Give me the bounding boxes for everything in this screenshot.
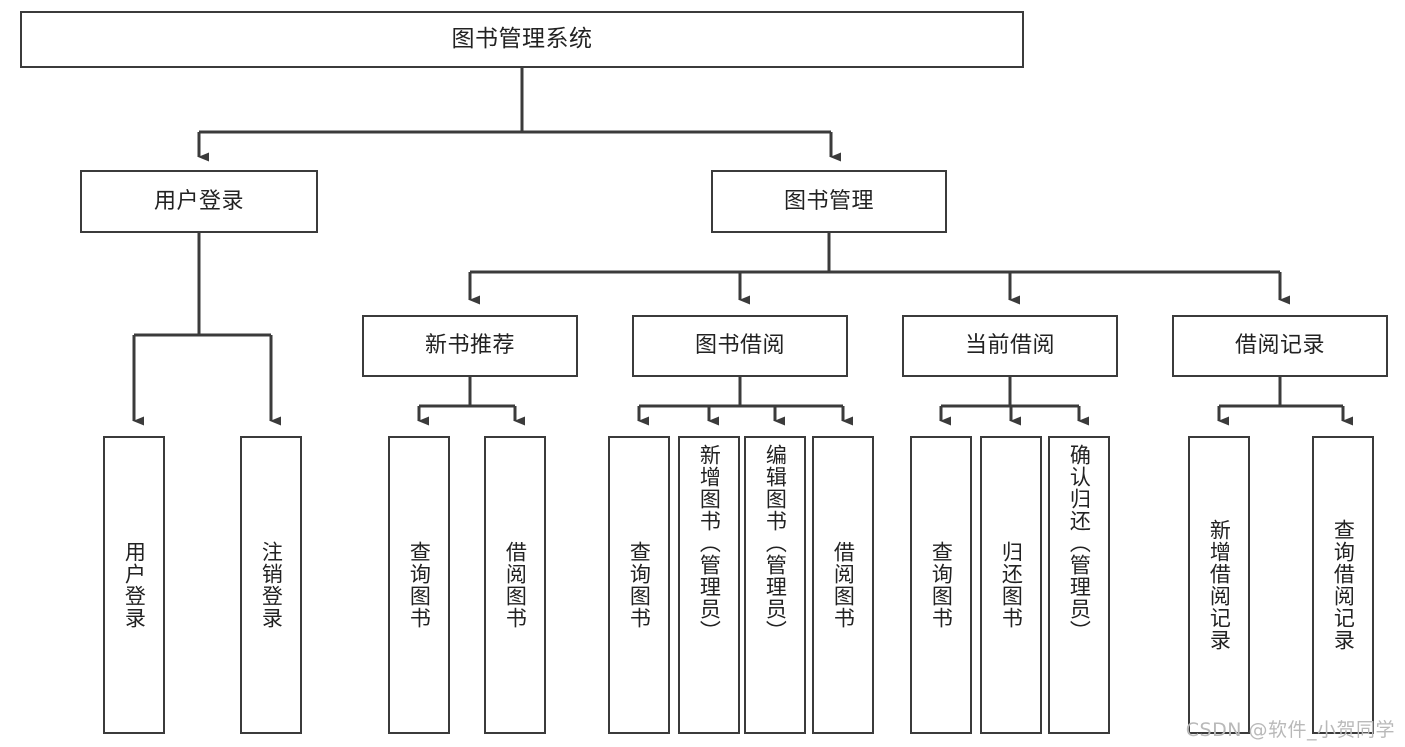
node-label: 查询图书 — [407, 541, 432, 629]
node-label: 编辑图书（管理员） — [763, 444, 788, 642]
node-leaf-rec-query-book[interactable]: 查询图书 — [388, 436, 450, 734]
node-leaf-add-book-admin[interactable]: 新增图书（管理员） — [678, 436, 740, 734]
edge-userlogin-to-leaves — [132, 233, 281, 426]
node-label: 用户登录 — [153, 188, 244, 214]
node-label: 用户登录 — [122, 541, 147, 629]
node-label: 查询图书 — [627, 541, 652, 629]
node-label: 图书管理系统 — [451, 25, 593, 52]
edge-root-to-level2 — [197, 68, 841, 162]
node-leaf-return-book[interactable]: 归还图书 — [980, 436, 1042, 734]
node-label: 借阅图书 — [831, 541, 856, 629]
edge-borrowrecord-to-leaves — [1217, 377, 1353, 426]
leaf-text-wrapper: 查询图书 — [912, 438, 970, 732]
node-leaf-borrow-query-book[interactable]: 查询图书 — [608, 436, 670, 734]
leaf-text-wrapper: 查询图书 — [390, 438, 448, 732]
node-new-book-recommendation[interactable]: 新书推荐 — [362, 315, 578, 377]
node-label: 注销登录 — [259, 541, 284, 629]
node-borrow-record[interactable]: 借阅记录 — [1172, 315, 1388, 377]
node-label: 新增图书（管理员） — [697, 444, 722, 642]
leaf-text-wrapper: 注销登录 — [242, 438, 300, 732]
node-label: 确认归还（管理员） — [1067, 444, 1092, 642]
edge-newbookrec-to-leaves — [417, 377, 525, 426]
edge-bookborrow-to-leaves — [637, 377, 853, 426]
node-label: 图书管理 — [783, 188, 874, 214]
node-label: 查询图书 — [929, 541, 954, 629]
leaf-text-wrapper: 用户登录 — [105, 438, 163, 732]
node-label: 借阅记录 — [1234, 333, 1325, 359]
node-book-management[interactable]: 图书管理 — [711, 170, 947, 233]
node-leaf-add-borrow-record[interactable]: 新增借阅记录 — [1188, 436, 1250, 734]
leaf-text-wrapper: 查询图书 — [610, 438, 668, 732]
node-label: 归还图书 — [999, 541, 1024, 629]
leaf-text-wrapper: 借阅图书 — [814, 438, 872, 732]
node-label: 图书借阅 — [694, 333, 785, 359]
node-label: 新书推荐 — [424, 333, 515, 359]
edge-bookmanage-to-level3 — [468, 233, 1290, 305]
node-label: 查询借阅记录 — [1331, 519, 1356, 651]
node-label: 新增借阅记录 — [1207, 519, 1232, 651]
leaf-text-wrapper: 借阅图书 — [486, 438, 544, 732]
leaf-text-wrapper: 归还图书 — [982, 438, 1040, 732]
leaf-text-wrapper: 编辑图书（管理员） — [746, 438, 804, 738]
node-label: 借阅图书 — [503, 541, 528, 629]
leaf-text-wrapper: 确认归还（管理员） — [1050, 438, 1108, 738]
node-leaf-edit-book-admin[interactable]: 编辑图书（管理员） — [744, 436, 806, 734]
node-leaf-user-logout[interactable]: 注销登录 — [240, 436, 302, 734]
edge-currentborrow-to-leaves — [939, 377, 1089, 426]
node-leaf-rec-borrow-book[interactable]: 借阅图书 — [484, 436, 546, 734]
node-book-borrow[interactable]: 图书借阅 — [632, 315, 848, 377]
leaf-text-wrapper: 新增借阅记录 — [1190, 438, 1248, 732]
node-leaf-confirm-return-admin[interactable]: 确认归还（管理员） — [1048, 436, 1110, 734]
leaf-text-wrapper: 查询借阅记录 — [1314, 438, 1372, 732]
node-leaf-borrow-book[interactable]: 借阅图书 — [812, 436, 874, 734]
node-label: 当前借阅 — [964, 333, 1055, 359]
node-leaf-query-borrow-record[interactable]: 查询借阅记录 — [1312, 436, 1374, 734]
watermark-text: CSDN @软件_小贺同学 — [1185, 719, 1395, 741]
node-user-login[interactable]: 用户登录 — [80, 170, 318, 233]
node-current-borrow[interactable]: 当前借阅 — [902, 315, 1118, 377]
leaf-text-wrapper: 新增图书（管理员） — [680, 438, 738, 738]
node-book-management-system[interactable]: 图书管理系统 — [20, 11, 1024, 68]
node-leaf-user-login[interactable]: 用户登录 — [103, 436, 165, 734]
node-leaf-current-query-book[interactable]: 查询图书 — [910, 436, 972, 734]
